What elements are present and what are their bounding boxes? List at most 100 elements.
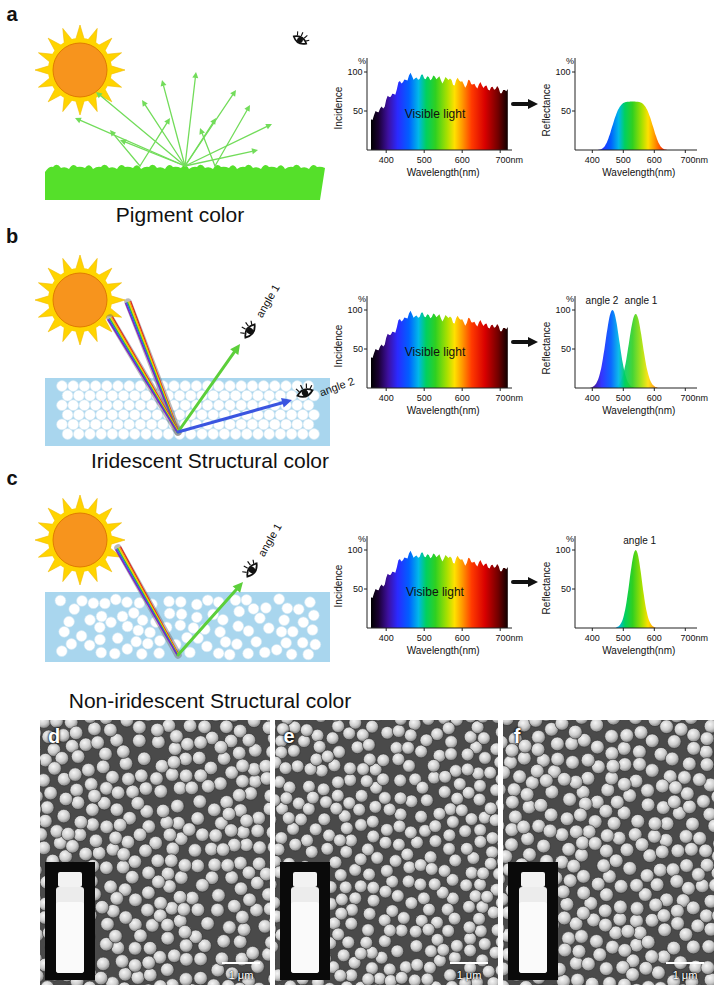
axis-tick-mark bbox=[424, 628, 425, 631]
axis-title: Wavelength(nm) bbox=[407, 646, 480, 656]
silica-sphere bbox=[401, 848, 414, 861]
silica-sphere bbox=[460, 842, 473, 855]
silica-sphere bbox=[211, 903, 225, 917]
ordered-sphere bbox=[208, 409, 219, 420]
silica-sphere bbox=[259, 759, 270, 773]
silica-sphere bbox=[633, 745, 647, 759]
axis-tick: 500 bbox=[417, 634, 432, 643]
ordered-sphere bbox=[241, 429, 252, 440]
vial-cap bbox=[293, 872, 317, 887]
silica-sphere bbox=[712, 909, 714, 923]
silica-sphere bbox=[415, 810, 428, 823]
silica-sphere bbox=[503, 980, 510, 985]
silica-sphere bbox=[354, 947, 367, 960]
silica-sphere bbox=[503, 766, 511, 780]
arrow-head bbox=[244, 105, 250, 112]
silica-sphere bbox=[704, 922, 714, 936]
silica-sphere bbox=[179, 939, 193, 953]
silica-sphere bbox=[141, 903, 155, 917]
silica-sphere bbox=[381, 865, 394, 878]
silica-sphere bbox=[332, 776, 345, 789]
silica-sphere bbox=[612, 831, 626, 845]
disordered-sphere bbox=[59, 626, 70, 637]
silica-sphere bbox=[392, 725, 405, 738]
silica-sphere bbox=[479, 752, 492, 765]
silica-sphere bbox=[40, 803, 42, 817]
silica-sphere bbox=[201, 917, 215, 931]
silica-sphere bbox=[240, 814, 254, 828]
silica-sphere bbox=[667, 795, 681, 809]
silica-sphere bbox=[275, 923, 277, 936]
eye-icon bbox=[238, 318, 258, 339]
disordered-sphere bbox=[233, 621, 244, 632]
silica-sphere bbox=[474, 780, 487, 793]
silica-sphere bbox=[262, 948, 270, 962]
axis-tick-mark bbox=[424, 150, 425, 153]
disordered-sphere bbox=[305, 597, 316, 608]
silica-sphere bbox=[486, 846, 498, 859]
silica-sphere bbox=[713, 837, 714, 851]
axis-unit: % bbox=[358, 57, 366, 66]
incident-ray bbox=[119, 547, 178, 655]
silica-sphere bbox=[362, 973, 375, 985]
disordered-sphere bbox=[94, 622, 105, 633]
silica-sphere bbox=[641, 935, 655, 949]
axis-tick-mark bbox=[386, 388, 387, 391]
silica-sphere bbox=[503, 800, 505, 814]
silica-sphere bbox=[402, 742, 415, 755]
axis-tick: 600 bbox=[455, 156, 470, 165]
silica-sphere bbox=[115, 955, 129, 969]
silica-sphere bbox=[236, 775, 250, 789]
axis-tick: 50 bbox=[561, 585, 571, 594]
silica-sphere bbox=[709, 878, 714, 892]
silica-sphere bbox=[337, 949, 350, 962]
silica-sphere bbox=[657, 909, 671, 923]
silica-sphere bbox=[551, 737, 565, 751]
axis-tick-mark bbox=[364, 349, 367, 350]
silica-sphere bbox=[700, 732, 714, 746]
silica-sphere bbox=[700, 909, 714, 923]
axis-tick: 600 bbox=[647, 394, 662, 403]
silica-sphere bbox=[180, 953, 194, 967]
axis-unit: % bbox=[566, 535, 574, 544]
silica-sphere bbox=[427, 759, 440, 772]
silica-sphere bbox=[355, 790, 368, 803]
ordered-sphere bbox=[180, 400, 191, 411]
ordered-sphere bbox=[113, 381, 124, 392]
silica-sphere bbox=[71, 796, 85, 810]
scale-bar bbox=[222, 962, 260, 964]
silica-sphere bbox=[265, 936, 270, 950]
silica-sphere bbox=[641, 798, 655, 812]
disordered-sphere bbox=[100, 598, 111, 609]
silica-sphere bbox=[289, 838, 302, 851]
silica-sphere bbox=[110, 892, 124, 906]
silica-sphere bbox=[409, 925, 422, 938]
ordered-sphere bbox=[107, 409, 118, 420]
axis-tick: 400 bbox=[379, 394, 394, 403]
silica-sphere bbox=[575, 930, 589, 944]
disordered-sphere bbox=[76, 631, 87, 642]
silica-sphere bbox=[416, 781, 429, 794]
silica-sphere bbox=[683, 800, 697, 814]
silica-sphere bbox=[144, 968, 158, 982]
arrow-head bbox=[528, 577, 538, 587]
silica-sphere bbox=[424, 961, 437, 974]
axis-tick: 400 bbox=[379, 634, 394, 643]
silica-sphere bbox=[198, 720, 212, 734]
silica-sphere bbox=[82, 763, 96, 777]
silica-sphere bbox=[487, 977, 498, 985]
eye-lash bbox=[305, 383, 308, 388]
reflectance-peak bbox=[616, 550, 656, 628]
axis-tick-mark bbox=[364, 72, 367, 73]
silica-sphere bbox=[449, 854, 462, 867]
silica-sphere bbox=[131, 971, 145, 985]
silica-sphere bbox=[154, 980, 168, 985]
silica-sphere bbox=[425, 945, 438, 958]
silica-sphere bbox=[371, 852, 384, 865]
silica-sphere bbox=[591, 877, 605, 891]
axis-tick: 400 bbox=[585, 394, 600, 403]
silica-sphere bbox=[94, 971, 108, 985]
ordered-sphere bbox=[297, 409, 308, 420]
axis-title: Wavelength(nm) bbox=[602, 168, 675, 178]
